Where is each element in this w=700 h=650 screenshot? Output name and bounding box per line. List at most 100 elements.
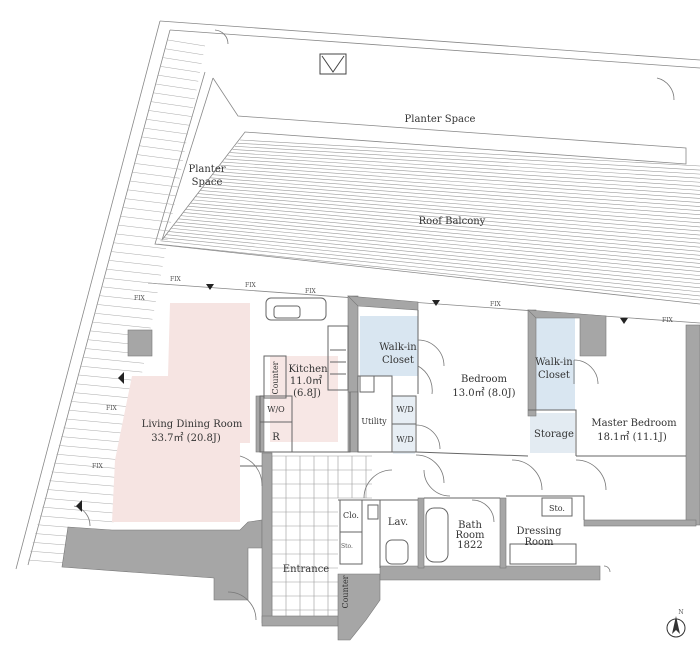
left-slat-line bbox=[103, 277, 160, 285]
decking-line bbox=[217, 168, 700, 203]
counter-kitchen-label: Counter bbox=[271, 361, 280, 394]
kitchen-highlight bbox=[270, 356, 338, 442]
counter-entrance-label: Counter bbox=[341, 575, 350, 608]
door-swings bbox=[73, 29, 675, 621]
decking-line bbox=[215, 171, 700, 207]
bath-room-label-1: Bath bbox=[458, 520, 482, 531]
refrigerator-label: R bbox=[272, 432, 280, 443]
left-slat-line bbox=[46, 489, 119, 496]
entrance-tiles bbox=[271, 455, 372, 616]
sto-dressing-label: Sto. bbox=[549, 504, 565, 513]
left-slat-line bbox=[158, 75, 199, 82]
decking-line bbox=[175, 221, 700, 272]
kitchen-area-2: (6.8J) bbox=[293, 388, 321, 399]
left-slat-line bbox=[108, 260, 163, 267]
fix-label: FIX bbox=[305, 288, 317, 295]
decking-line bbox=[187, 205, 700, 252]
decking-line bbox=[162, 237, 700, 293]
decking-line bbox=[190, 202, 700, 248]
kitchen-area-1: 11.0㎡ bbox=[290, 375, 322, 387]
decking-line bbox=[230, 152, 700, 183]
left-slat-line bbox=[58, 445, 128, 452]
left-slat-line bbox=[51, 471, 122, 479]
left-slat-line bbox=[92, 321, 151, 329]
fix-label: FIX bbox=[134, 295, 146, 302]
left-slat-line bbox=[113, 242, 167, 249]
walk-in-closet-1-label-2: Closet bbox=[382, 355, 414, 366]
master-bedroom-area: 18.1㎡ (11.1J) bbox=[597, 431, 667, 443]
left-slat-line bbox=[54, 462, 124, 470]
fix-label: FIX bbox=[490, 301, 502, 308]
storage-label: Storage bbox=[534, 429, 574, 440]
left-slat-line bbox=[167, 39, 206, 47]
walk-in-closet-2-label-2: Closet bbox=[538, 370, 570, 381]
left-slat-line bbox=[96, 304, 155, 311]
decking-line bbox=[160, 240, 700, 297]
walk-in-closet-2-label-1: Walk-in bbox=[535, 357, 573, 368]
decking-line bbox=[225, 158, 700, 191]
roof-balcony-decking bbox=[157, 139, 700, 301]
left-slat-line bbox=[70, 401, 136, 408]
decking-line bbox=[205, 183, 700, 224]
utility-label: Utility bbox=[361, 417, 387, 426]
left-slat-line bbox=[134, 163, 182, 170]
decking-line bbox=[222, 161, 700, 195]
left-slat-line bbox=[115, 233, 168, 241]
left-slat-line bbox=[68, 409, 134, 417]
left-slat-line bbox=[137, 154, 183, 161]
left-slat-line bbox=[132, 171, 180, 179]
left-slat-line bbox=[151, 101, 194, 108]
decking-line bbox=[157, 243, 700, 301]
master-bedroom-name: Master Bedroom bbox=[591, 418, 677, 429]
left-slat-line bbox=[127, 189, 177, 197]
planter-space-left-label-1: Planter bbox=[188, 164, 225, 175]
dressing-room-label-1: Dressing bbox=[516, 526, 562, 537]
left-slat-line bbox=[61, 436, 129, 443]
decking-line bbox=[237, 142, 700, 171]
wd-top-label: W/D bbox=[396, 405, 413, 414]
compass-n-label: N bbox=[678, 609, 683, 616]
storage-fill bbox=[530, 413, 575, 453]
walk-in-closet-2-fill bbox=[530, 318, 575, 410]
skylight-vent bbox=[319, 53, 347, 75]
walk-in-closet-1-label-1: Walk-in bbox=[379, 342, 417, 353]
left-slat-line bbox=[101, 286, 158, 294]
decking-line bbox=[180, 215, 700, 264]
left-slat-line bbox=[156, 83, 197, 91]
fix-label: FIX bbox=[106, 405, 118, 412]
left-slat-line bbox=[146, 119, 190, 126]
walls bbox=[61, 295, 700, 641]
left-slat-line bbox=[141, 136, 187, 144]
left-slat-line bbox=[73, 392, 138, 399]
left-slat-line bbox=[111, 251, 165, 258]
roof-balcony-label: Roof Balcony bbox=[419, 216, 486, 227]
clo-label: Clo. bbox=[343, 511, 359, 520]
interior-lines bbox=[240, 297, 686, 568]
fix-label: FIX bbox=[170, 276, 182, 283]
living-dining-highlight bbox=[112, 303, 250, 522]
decking-line bbox=[210, 177, 700, 216]
markers bbox=[76, 284, 628, 512]
left-slat-line bbox=[144, 127, 189, 135]
left-slat-line bbox=[139, 145, 185, 153]
left-slat-line bbox=[99, 295, 156, 302]
decking-line bbox=[197, 193, 700, 236]
decking-line bbox=[192, 199, 700, 244]
left-slat-line bbox=[56, 453, 126, 461]
living-dining-area: 33.7㎡ (20.8J) bbox=[151, 432, 221, 444]
decking-line bbox=[165, 234, 700, 289]
left-slat-line bbox=[153, 92, 195, 100]
bath-room-label-2: Room bbox=[455, 530, 485, 541]
bedroom-area: 13.0㎡ (8.0J) bbox=[452, 387, 515, 399]
decking-line bbox=[235, 146, 700, 175]
left-slat-line bbox=[125, 198, 175, 205]
dressing-room-label-2: Room bbox=[524, 537, 554, 548]
decking-line bbox=[170, 227, 700, 280]
left-slat-line bbox=[75, 383, 139, 390]
left-slat-line bbox=[82, 357, 145, 364]
left-slat-line bbox=[122, 207, 173, 214]
bedroom-name: Bedroom bbox=[461, 374, 507, 385]
left-balcony-slats bbox=[27, 39, 206, 567]
